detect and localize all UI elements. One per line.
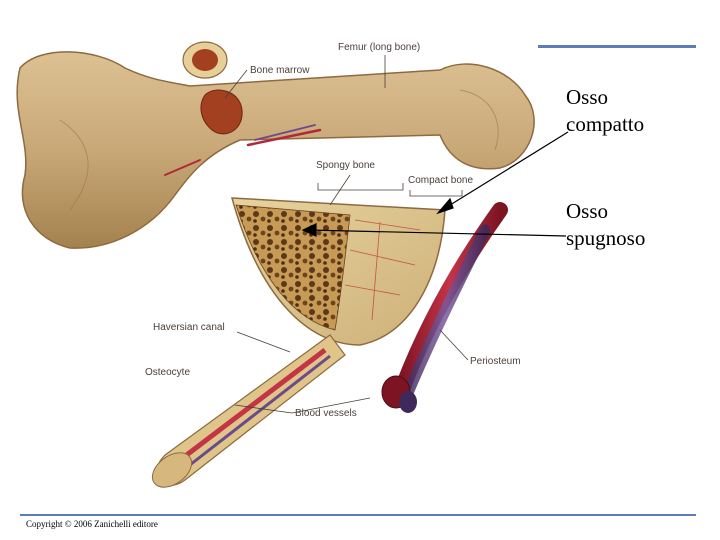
bone-wedge <box>231 197 446 346</box>
osteon-cylinder <box>151 334 346 488</box>
bottom-divider <box>20 514 696 516</box>
annotation-spongy-line1: Osso <box>566 199 609 223</box>
top-divider <box>538 45 696 48</box>
annotation-compact-line2: compatto <box>566 112 645 136</box>
label-periosteum: Periosteum <box>470 356 521 367</box>
label-compact-bone: Compact bone <box>408 175 474 186</box>
label-bone-marrow: Bone marrow <box>250 65 310 76</box>
label-osteocyte: Osteocyte <box>145 367 191 378</box>
annotation-compact-line1: Osso <box>566 85 609 109</box>
label-femur: Femur (long bone) <box>338 42 421 53</box>
annotation-osso-compatto: Osso compatto <box>566 84 686 138</box>
femur-cut-section <box>182 41 243 135</box>
femur-vessels <box>164 124 322 176</box>
label-spongy-bone: Spongy bone <box>316 160 375 171</box>
label-haversian-canal: Haversian canal <box>153 322 225 333</box>
annotation-spongy-line2: spugnoso <box>566 226 646 250</box>
copyright-notice: Copyright © 2006 Zanichelli editore <box>26 519 158 529</box>
periosteum-vessels <box>381 202 508 413</box>
leader-lines <box>224 55 469 414</box>
annotation-arrows <box>301 131 569 237</box>
label-blood-vessels: Blood vessels <box>295 408 357 419</box>
annotation-osso-spugnoso: Osso spugnoso <box>566 198 686 252</box>
femur-bone <box>16 51 535 249</box>
